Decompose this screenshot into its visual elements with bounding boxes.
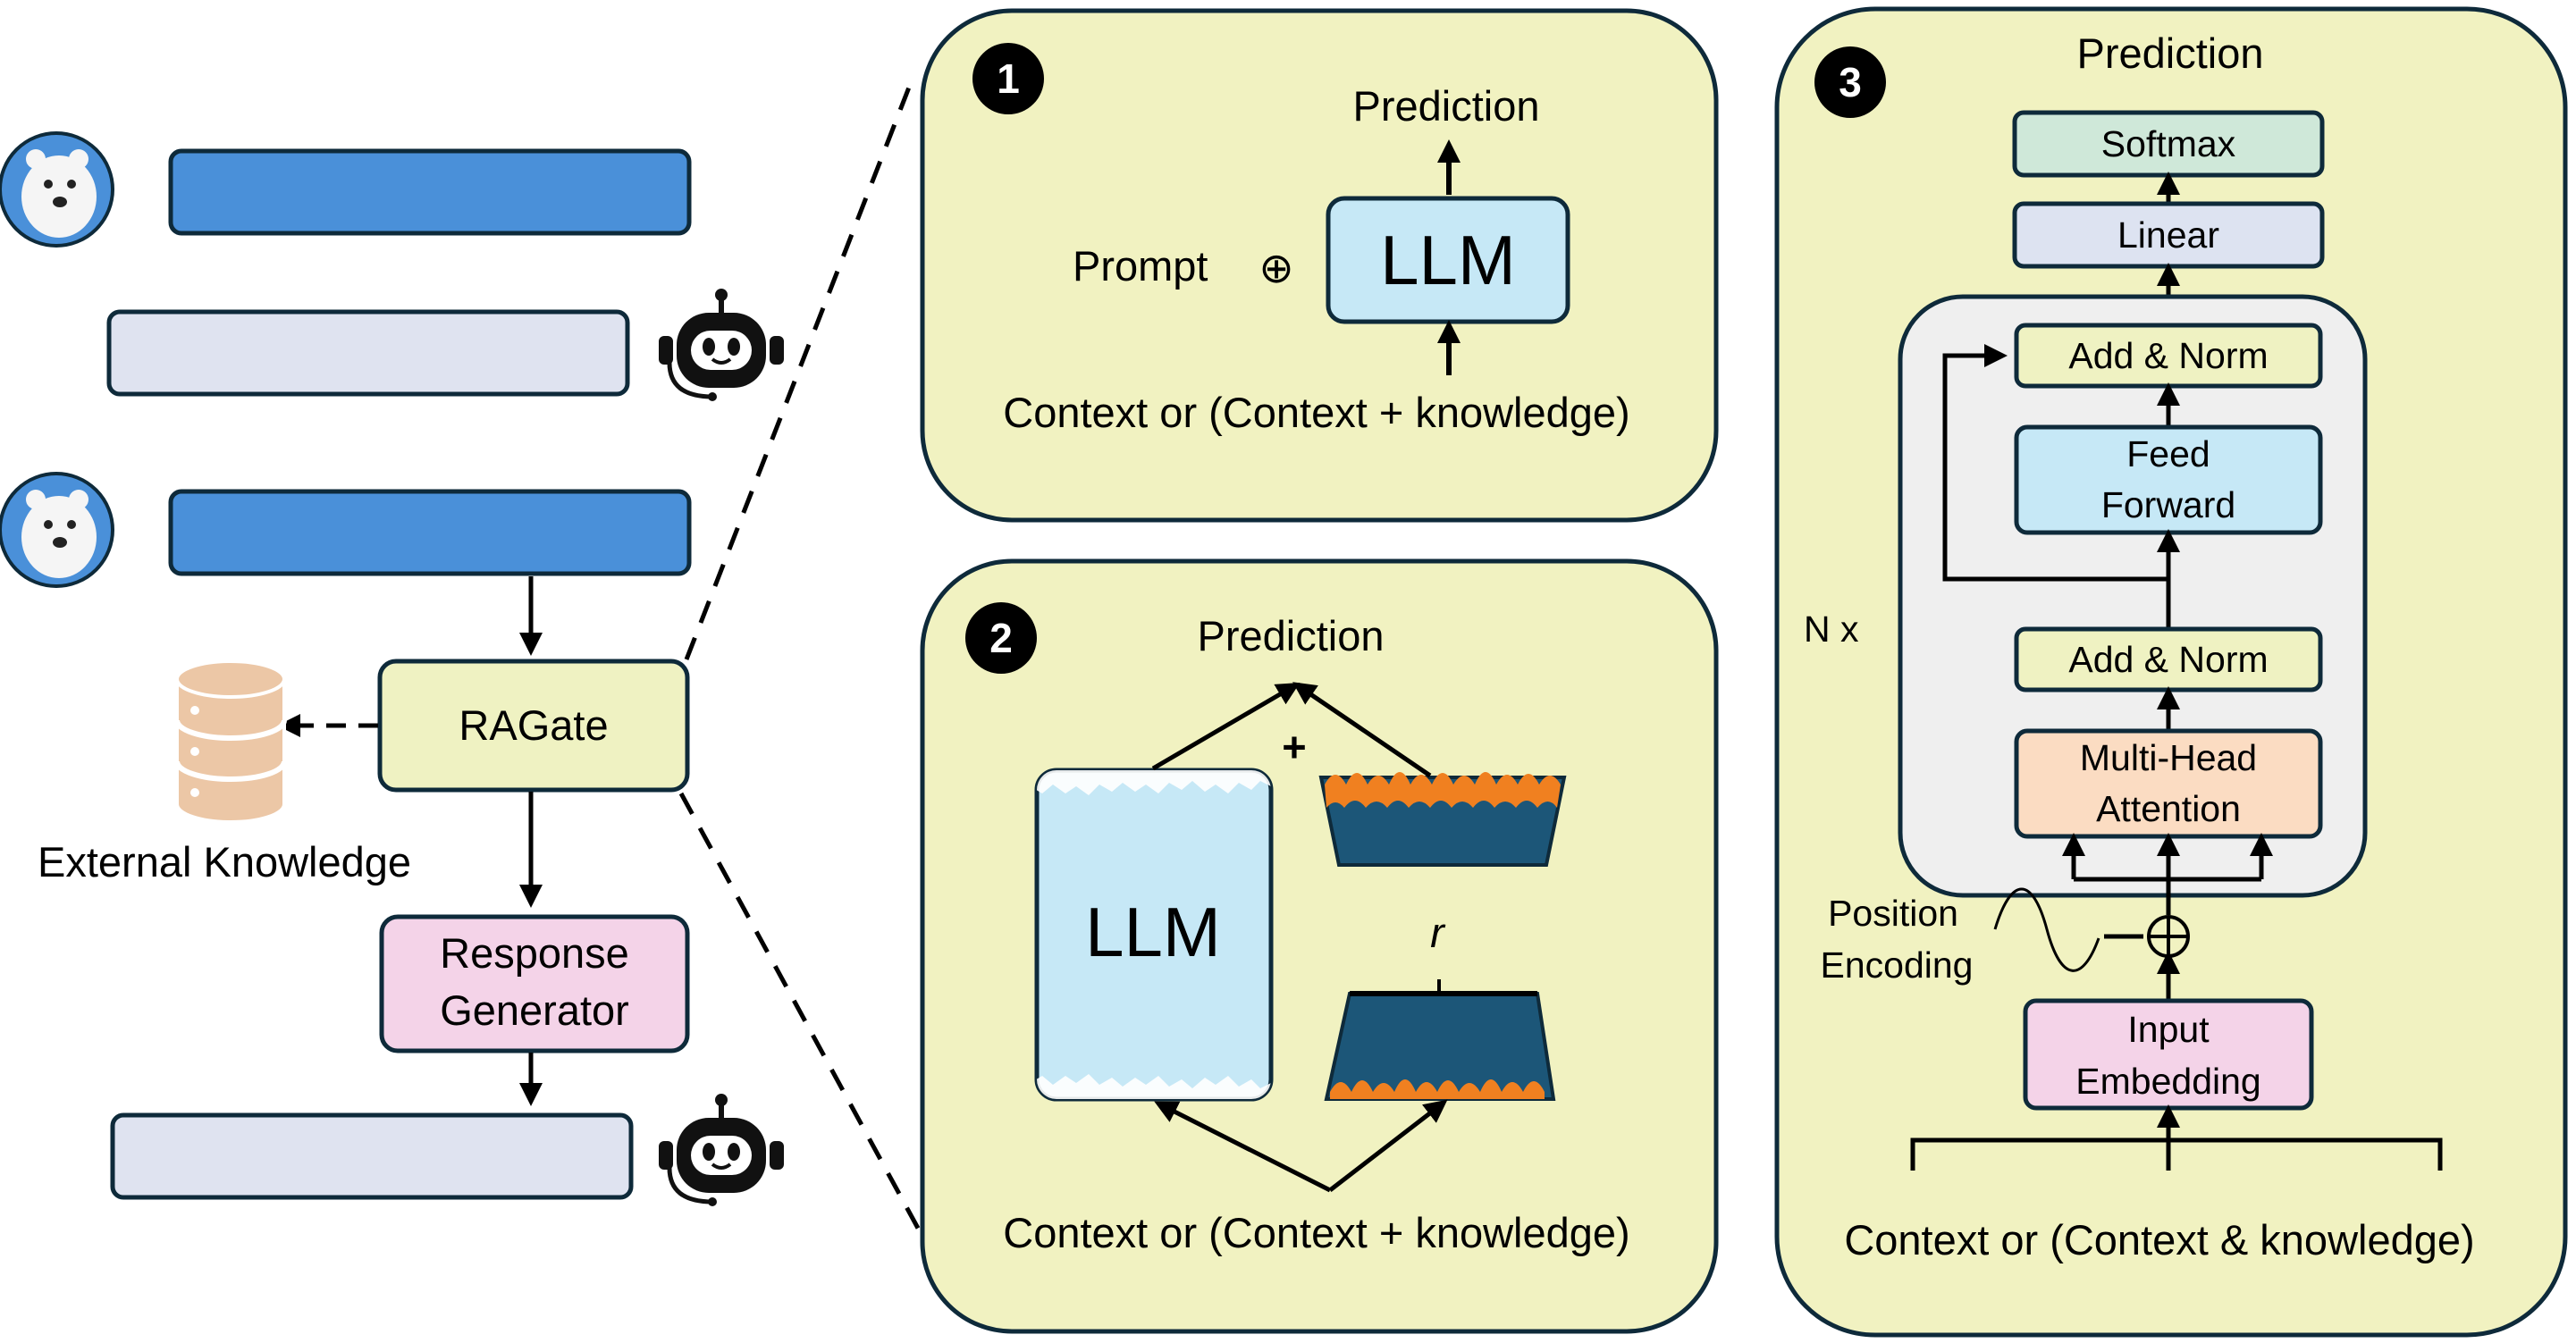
panel-1-prediction: Prediction — [1353, 82, 1540, 130]
attention-line-2: Attention — [2096, 788, 2241, 829]
response-generator-line-1: Response — [440, 929, 629, 977]
user-message-bar-1 — [168, 148, 692, 236]
panel-2-context: Context or (Context + knowledge) — [1003, 1209, 1629, 1256]
fire-adapter-bottom — [1324, 979, 1556, 1101]
response-generator-box — [379, 914, 690, 1053]
nx-label: N x — [1804, 609, 1859, 650]
polar-bear-avatar — [0, 131, 114, 248]
panel-2-prediction: Prediction — [1198, 612, 1385, 659]
panel-2-badge — [965, 602, 1037, 674]
ice-texture — [1037, 770, 1271, 1099]
input-embedding-line-1: Input — [2127, 1009, 2210, 1050]
attention-line-1: Multi-Head — [2080, 737, 2257, 778]
fire-adapter-top — [1318, 772, 1567, 867]
add-norm-top-label: Add & Norm — [2068, 335, 2268, 376]
response-generator-line-2: Generator — [440, 986, 629, 1034]
robot-avatar — [659, 1094, 784, 1206]
callout-line-top — [684, 80, 914, 660]
panel-2: 2 Prediction LLM + r Context or (Con — [920, 558, 1719, 1334]
panel-3-badge — [1814, 46, 1886, 118]
callout-line-bottom — [678, 792, 923, 1235]
panel-1-number: 1 — [997, 55, 1020, 102]
panel-1-badge — [972, 43, 1044, 114]
panel-3-context: Context or (Context & knowledge) — [1844, 1216, 2474, 1263]
conversation-flow: RAGate External Knowledge Response Gener… — [0, 80, 923, 1235]
panel-2-plus: + — [1282, 723, 1306, 770]
softmax-label: Softmax — [2101, 123, 2236, 164]
panel-3: 3 Prediction Softmax Linear N x Add & No… — [1774, 6, 2568, 1338]
panel-1-prompt: Prompt — [1073, 242, 1208, 290]
bot-message-bar-1 — [106, 309, 630, 397]
position-encoding-line-2: Encoding — [1821, 944, 1974, 986]
sine-wave-icon — [1993, 887, 2100, 972]
panel-2-r: r — [1430, 909, 1446, 956]
ragate-box — [377, 659, 690, 793]
feed-forward-line-1: Feed — [2126, 433, 2210, 474]
add-norm-bottom-label: Add & Norm — [2068, 639, 2268, 680]
panel-1-context: Context or (Context + knowledge) — [1003, 389, 1629, 436]
panel-1-llm-label: LLM — [1380, 221, 1516, 299]
feed-forward-line-2: Forward — [2101, 484, 2235, 525]
bot-message-bar-2 — [110, 1112, 634, 1200]
external-knowledge-label: External Knowledge — [38, 838, 411, 886]
linear-label: Linear — [2117, 214, 2219, 256]
input-embedding-line-2: Embedding — [2075, 1061, 2260, 1102]
polar-bear-avatar — [0, 472, 114, 588]
robot-avatar — [659, 289, 784, 401]
database-icon — [174, 659, 287, 824]
panel-3-prediction: Prediction — [2077, 29, 2264, 77]
panel-2-llm-label: LLM — [1085, 893, 1221, 971]
panel-1-oplus: ⊕ — [1259, 244, 1293, 291]
user-message-bar-2 — [168, 489, 692, 576]
panel-3-number: 3 — [1839, 59, 1862, 105]
panel-2-number: 2 — [989, 615, 1013, 661]
position-encoding-line-1: Position — [1828, 893, 1958, 934]
panel-1: 1 Prediction LLM Prompt ⊕ Context or (Co… — [920, 8, 1719, 523]
ragate-label: RAGate — [459, 701, 608, 749]
